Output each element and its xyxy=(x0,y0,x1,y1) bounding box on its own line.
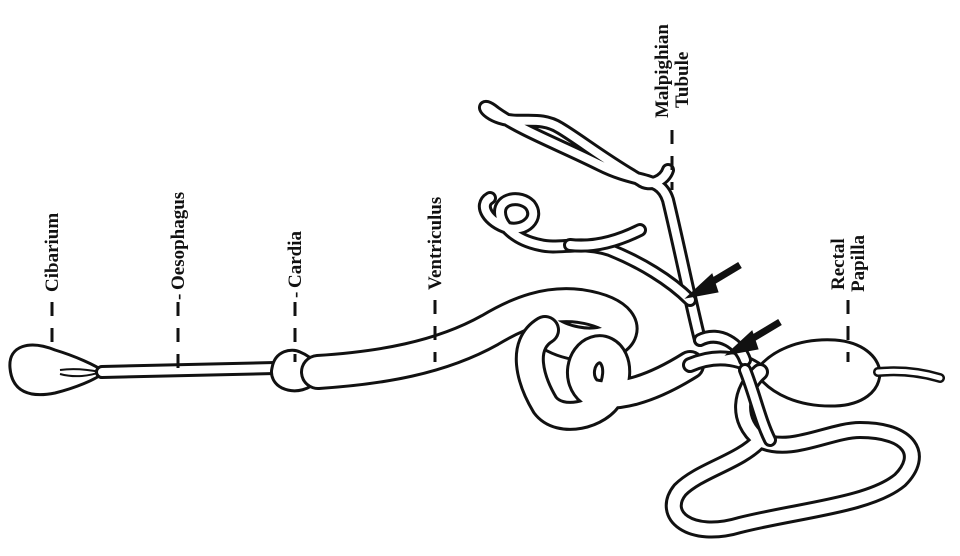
oesophagus-label: Oesophagus xyxy=(168,192,189,290)
cardia-label: Cardia xyxy=(285,231,306,289)
malpighian-label-line2: Tubule xyxy=(672,52,693,108)
oesophagus-dash: - xyxy=(168,294,189,300)
malpighian-label-line1: Malpighian xyxy=(652,24,673,118)
cibarium-label: Cibarium xyxy=(42,213,63,292)
cardia-dash: - xyxy=(285,292,306,298)
rectal-label-line1: Rectal xyxy=(828,238,849,290)
rectum-bulb xyxy=(755,340,880,406)
ventriculus-label: Ventriculus xyxy=(425,197,446,290)
alimentary-canal xyxy=(10,305,940,529)
rectal-label-line2: Papilla xyxy=(848,234,869,292)
arrow-upper xyxy=(686,265,740,298)
